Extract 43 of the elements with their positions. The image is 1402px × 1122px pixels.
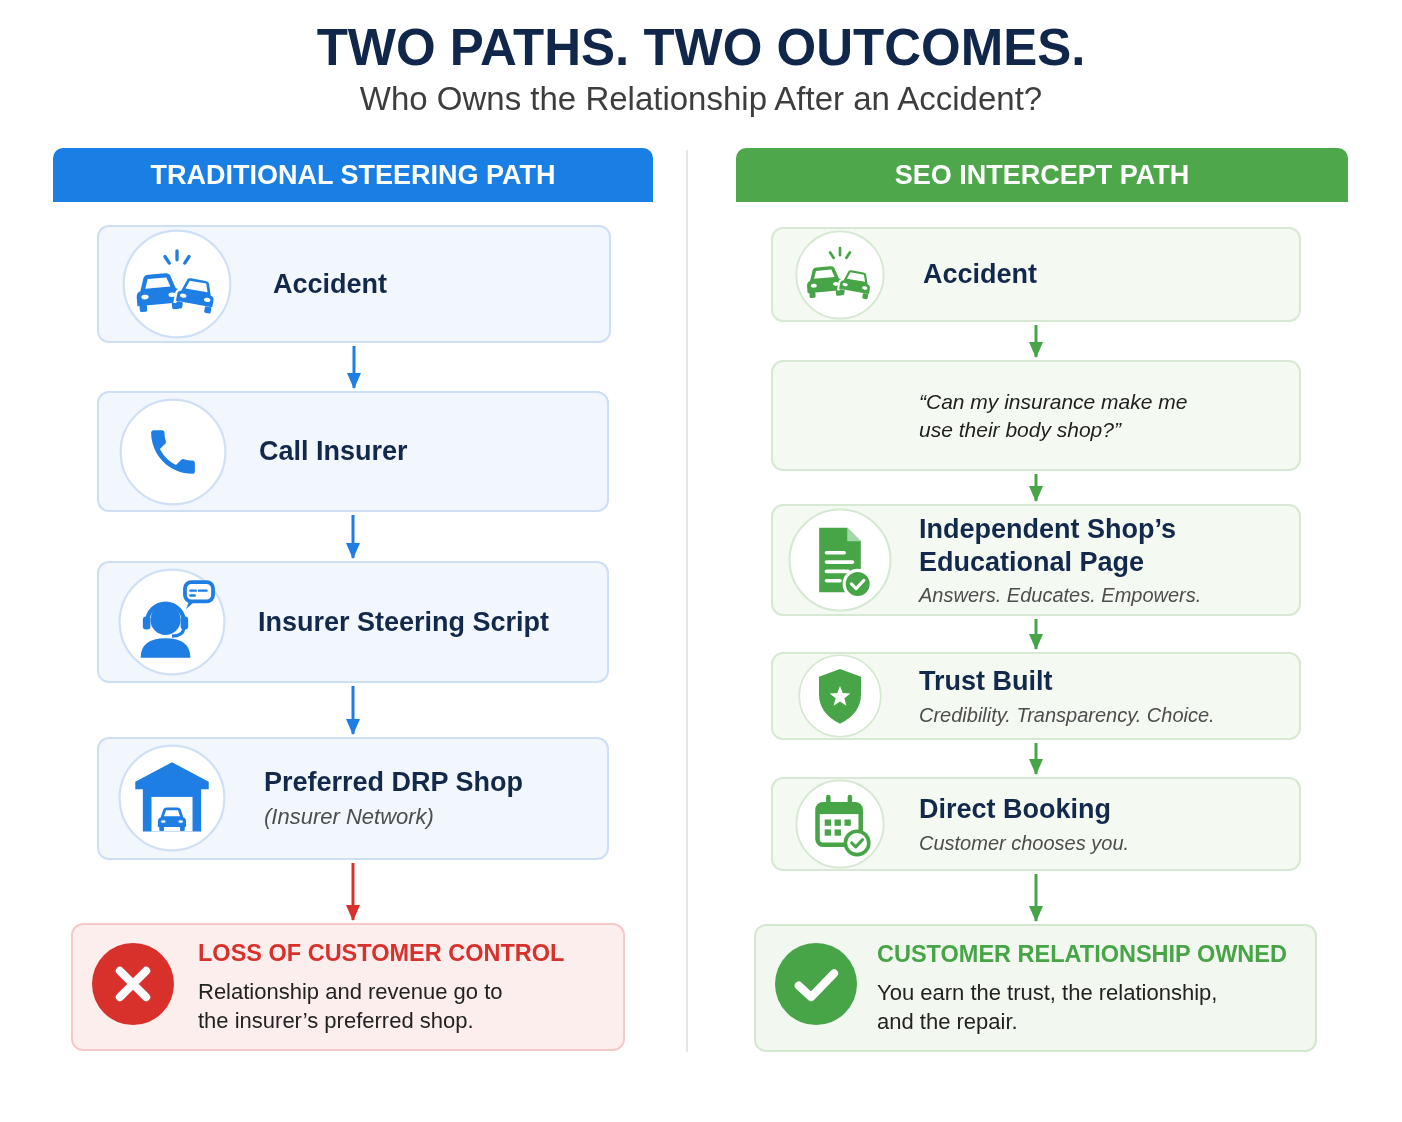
step-description: Answers. Educates. Empowers. xyxy=(919,583,1203,608)
step-card xyxy=(97,737,609,860)
step-title: Insurer Steering Script xyxy=(258,605,551,639)
step-description: Credibility. Transparency. Choice. xyxy=(919,702,1216,727)
subtitle: Who Owns the Relationship After an Accident? xyxy=(359,80,1043,118)
step-card xyxy=(97,225,611,343)
arrow xyxy=(1029,474,1043,502)
step-title: Direct Booking xyxy=(919,793,1113,826)
arrow xyxy=(1029,743,1043,775)
title: TWO PATHS. TWO OUTCOMES. xyxy=(316,18,1086,78)
arrow xyxy=(1029,325,1043,358)
step-title: Accident xyxy=(923,258,1039,291)
outcome-title: CUSTOMER RELATIONSHIP OWNED xyxy=(877,940,1288,970)
outcome-card xyxy=(71,923,625,1051)
header-band xyxy=(736,148,1348,202)
step-card xyxy=(771,227,1301,322)
outcome-title: LOSS OF CUSTOMER CONTROL xyxy=(198,939,566,969)
step-description: (Insurer Network) xyxy=(264,804,435,831)
step-description: Customer chooses you. xyxy=(919,830,1131,855)
column-heading: SEO INTERCEPT PATH xyxy=(894,159,1190,191)
arrow xyxy=(346,686,360,735)
arrow xyxy=(1029,619,1043,650)
step-card xyxy=(771,777,1301,871)
step-card xyxy=(771,360,1301,471)
arrow xyxy=(347,346,361,389)
step-card xyxy=(771,652,1301,740)
quote-text: “Can my insurance make me use their body shop?” xyxy=(919,389,1189,443)
header-band xyxy=(53,148,653,202)
outcome-text: Relationship and revenue go to the insurer’s preferred shop. xyxy=(198,977,504,1035)
arrow xyxy=(346,863,360,921)
outcome-card xyxy=(754,924,1317,1052)
step-title: Call Insurer xyxy=(259,435,409,468)
outcome-text: You earn the trust, the relationship, and the repair. xyxy=(877,978,1219,1036)
step-card xyxy=(771,504,1301,616)
step-title: Preferred DRP Shop xyxy=(264,766,525,800)
step-card xyxy=(97,561,609,683)
arrow xyxy=(346,515,360,559)
step-title: Trust Built xyxy=(919,665,1054,698)
column-heading: TRADITIONAL STEERING PATH xyxy=(150,159,556,191)
step-card xyxy=(97,391,609,512)
step-title: Accident xyxy=(273,267,389,301)
step-title: Independent Shop’s Educational Page xyxy=(919,512,1177,579)
arrow xyxy=(1029,874,1043,922)
